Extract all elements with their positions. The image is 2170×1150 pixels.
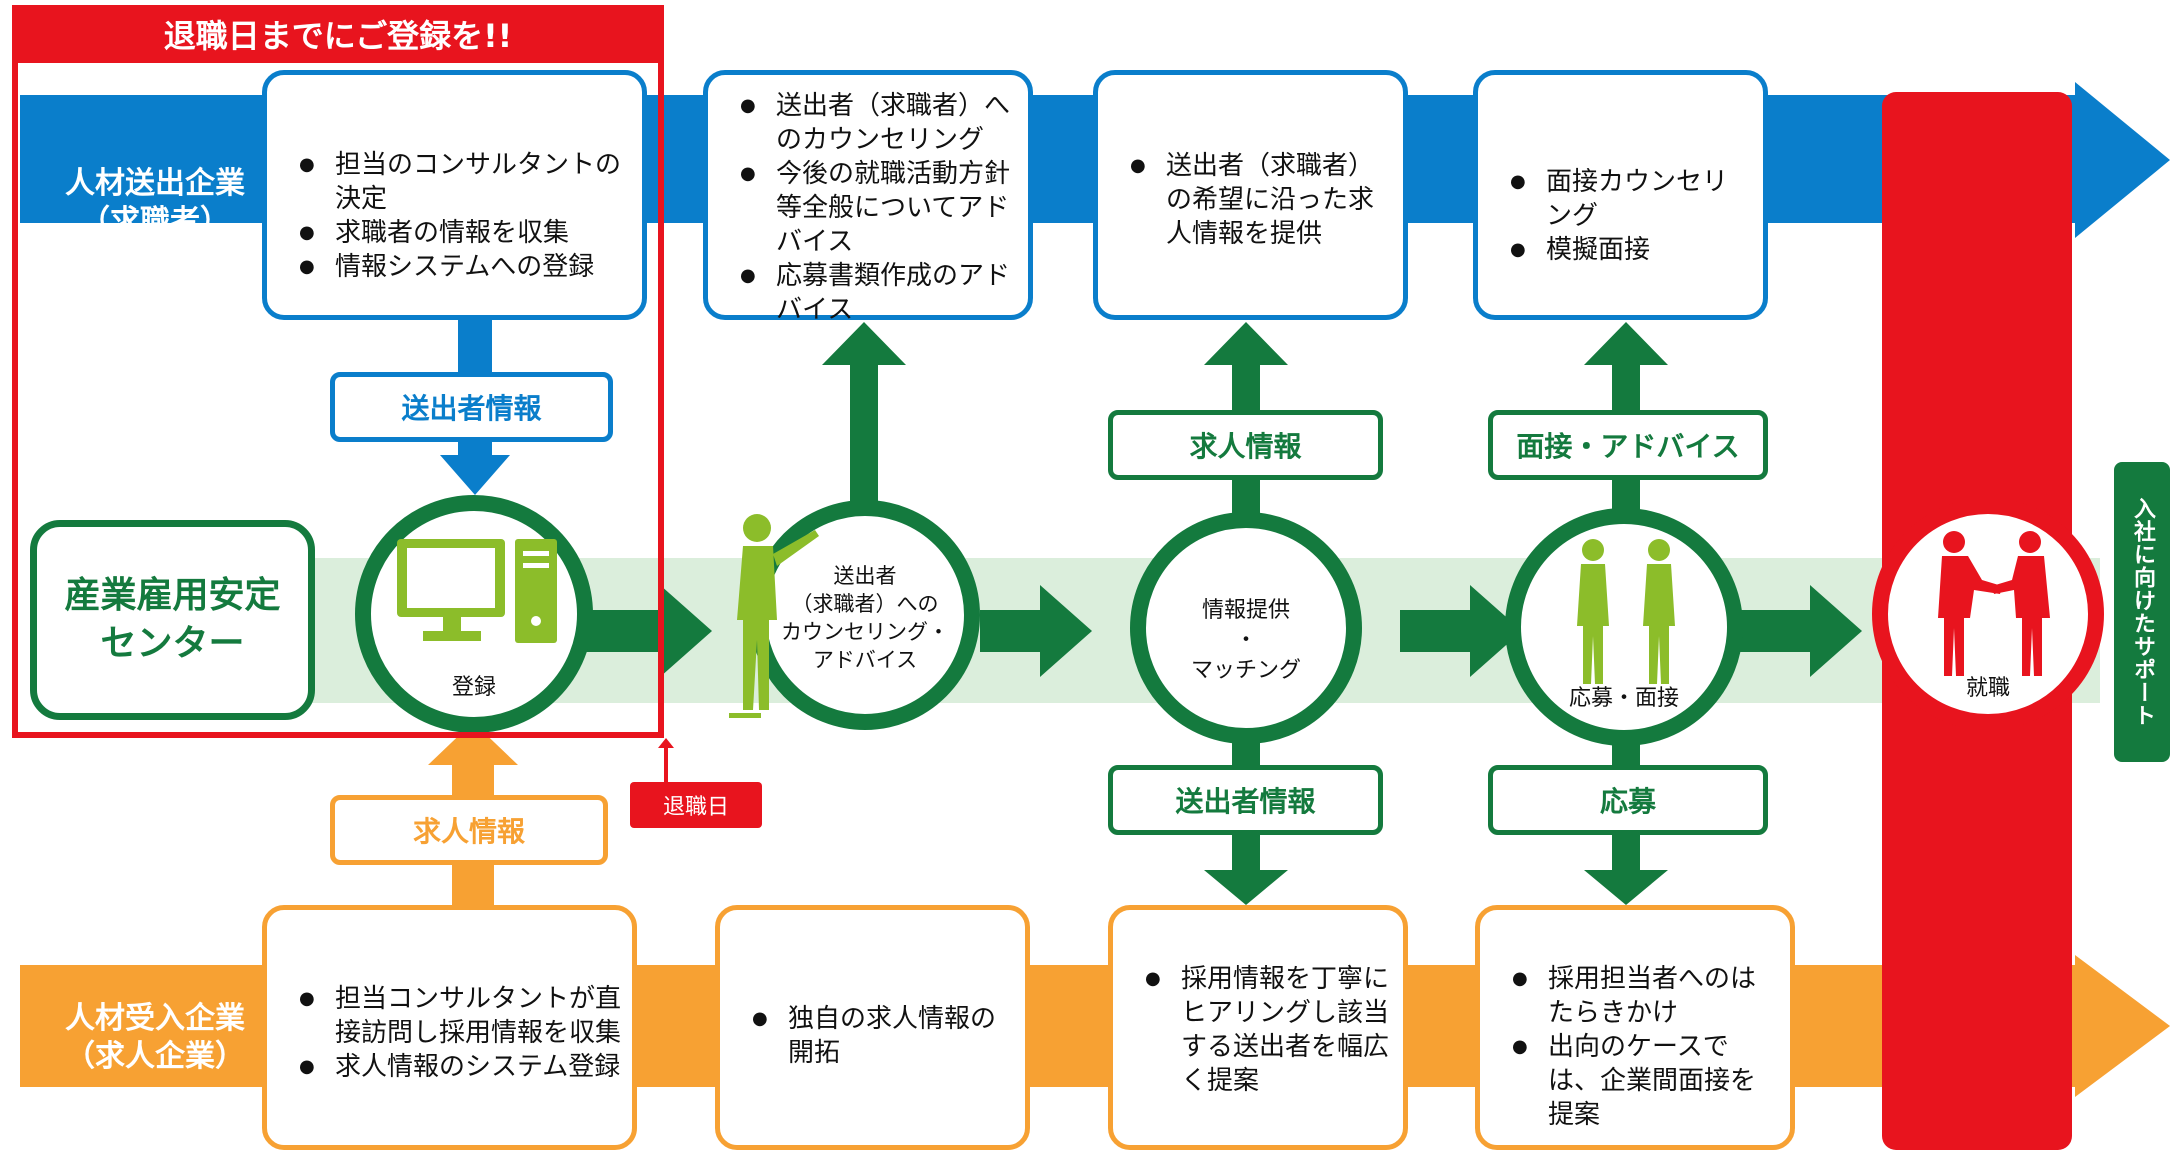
list-item: 求人情報のシステム登録 bbox=[291, 1050, 622, 1084]
sender-lane-header: 人材送出企業 （求職者） bbox=[65, 166, 245, 239]
step-employment-label: 就職 bbox=[1965, 676, 2010, 701]
arrow-head bbox=[822, 322, 906, 365]
flow-arrow-shaft bbox=[1400, 610, 1475, 652]
list-item: 求職者の情報を収集 bbox=[291, 216, 632, 250]
step-employment: 就職 bbox=[1872, 498, 2104, 730]
list-item: 採用情報を丁寧にヒアリングし該当する送出者を幅広く提案 bbox=[1137, 962, 1393, 1098]
application-label: 応募 bbox=[1488, 765, 1768, 835]
receiver-box-1-list: 担当コンサルタントが直接訪問し採用情報を収集 求人情報のシステム登録 bbox=[291, 982, 622, 1084]
step-register-label: 登録 bbox=[451, 675, 496, 700]
list-item: 出向のケースでは、企業間面接を提案 bbox=[1504, 1030, 1780, 1132]
sender-box-1-list: 担当のコンサルタントの決定 求職者の情報を収集 情報システムへの登録 bbox=[291, 148, 632, 284]
flow-arrow-head bbox=[660, 585, 712, 677]
retirement-marker-arrow bbox=[658, 738, 674, 784]
computer-icon bbox=[397, 539, 557, 643]
presenter-icon bbox=[729, 514, 819, 718]
interview-people-icon bbox=[1577, 539, 1675, 684]
sender-info-label-2: 送出者情報 bbox=[1108, 765, 1383, 835]
arrow-head bbox=[1204, 322, 1288, 365]
flow-arrow-shaft bbox=[585, 610, 665, 652]
receiver-box-1: 担当コンサルタントが直接訪問し採用情報を収集 求人情報のシステム登録 bbox=[262, 905, 637, 1150]
list-item: 担当のコンサルタントの決定 bbox=[291, 148, 632, 216]
flow-arrow-head bbox=[1040, 585, 1092, 677]
registration-highlight-frame bbox=[12, 52, 664, 738]
sender-box-3-list: 送出者（求職者）の希望に沿った求人情報を提供 bbox=[1122, 149, 1393, 251]
arrow-head bbox=[1584, 870, 1668, 905]
receiver-box-4-list: 採用担当者へのはたらきかけ 出向のケースでは、企業間面接を提案 bbox=[1504, 962, 1780, 1132]
retirement-date-badge: 退職日 bbox=[630, 782, 762, 828]
sender-box-4: 面接カウンセリング 模擬面接 bbox=[1473, 70, 1768, 320]
list-item: 採用担当者へのはたらきかけ bbox=[1504, 962, 1780, 1030]
receiver-band-arrowhead bbox=[2075, 955, 2170, 1097]
sender-box-1: 担当のコンサルタントの決定 求職者の情報を収集 情報システムへの登録 bbox=[262, 70, 647, 320]
step-matching: 情報提供 ・ マッチング bbox=[1130, 512, 1362, 744]
sender-box-2: 送出者（求職者）へのカウンセリング 今後の就職活動方針等全般についてアドバイス … bbox=[703, 70, 1033, 325]
job-info-label-1: 求人情報 bbox=[330, 795, 608, 865]
flow-arrow-head bbox=[1470, 585, 1522, 677]
list-item: 独自の求人情報の開拓 bbox=[744, 1002, 1015, 1070]
flow-arrow-shaft bbox=[980, 610, 1045, 652]
arrow-head bbox=[1204, 870, 1288, 905]
arrow-head bbox=[428, 722, 518, 765]
sender-box-4-list: 面接カウンセリング 模擬面接 bbox=[1502, 165, 1753, 267]
registration-deadline-banner: 退職日までにご登録を!! bbox=[12, 5, 664, 63]
sender-box-2-list: 送出者（求職者）へのカウンセリング 今後の就職活動方針等全般についてアドバイス … bbox=[732, 89, 1018, 327]
sender-box-3: 送出者（求職者）の希望に沿った求人情報を提供 bbox=[1093, 70, 1408, 320]
handshake-icon bbox=[1938, 531, 2050, 676]
list-item: 担当コンサルタントが直接訪問し採用情報を収集 bbox=[291, 982, 622, 1050]
sender-info-label-1: 送出者情報 bbox=[330, 372, 613, 442]
step-matching-label: 情報提供 ・ マッチング bbox=[1190, 598, 1301, 683]
receiver-box-2: 独自の求人情報の開拓 bbox=[715, 905, 1030, 1150]
sender-band-arrowhead bbox=[2075, 82, 2170, 238]
arrow-shaft bbox=[850, 360, 878, 510]
step-interview-label: 応募・面接 bbox=[1568, 686, 1679, 711]
list-item: 模擬面接 bbox=[1502, 233, 1753, 267]
flow-arrow-head bbox=[1810, 585, 1862, 677]
arrow-head bbox=[1584, 322, 1668, 365]
interview-advice-label: 面接・アドバイス bbox=[1488, 410, 1768, 480]
center-lane-header: 産業雇用安定 センター bbox=[30, 520, 315, 720]
step-interview: 応募・面接 bbox=[1505, 508, 1743, 746]
step-counseling-label: 送出者 （求職者）への カウンセリング・ アドバイス bbox=[781, 564, 949, 672]
flow-arrow-shaft bbox=[1735, 610, 1815, 652]
receiver-box-2-list: 独自の求人情報の開拓 bbox=[744, 1002, 1015, 1070]
receiver-box-4: 採用担当者へのはたらきかけ 出向のケースでは、企業間面接を提案 bbox=[1475, 905, 1795, 1150]
support-side-text: 入社に向けたサポート bbox=[2130, 497, 2155, 727]
receiver-lane-header: 人材受入企業 （求人企業） bbox=[65, 1001, 245, 1074]
list-item: 今後の就職活動方針等全般についてアドバイス bbox=[732, 157, 1018, 259]
arrow-head bbox=[440, 455, 510, 495]
list-item: 情報システムへの登録 bbox=[291, 250, 632, 284]
job-info-label-2: 求人情報 bbox=[1108, 410, 1383, 480]
list-item: 応募書類作成のアドバイス bbox=[732, 259, 1018, 327]
receiver-box-3-list: 採用情報を丁寧にヒアリングし該当する送出者を幅広く提案 bbox=[1137, 962, 1393, 1098]
support-side-label: 入社に向けたサポート bbox=[2114, 462, 2170, 762]
list-item: 送出者（求職者）へのカウンセリング bbox=[732, 89, 1018, 157]
receiver-box-3: 採用情報を丁寧にヒアリングし該当する送出者を幅広く提案 bbox=[1108, 905, 1408, 1150]
list-item: 面接カウンセリング bbox=[1502, 165, 1753, 233]
list-item: 送出者（求職者）の希望に沿った求人情報を提供 bbox=[1122, 149, 1393, 251]
